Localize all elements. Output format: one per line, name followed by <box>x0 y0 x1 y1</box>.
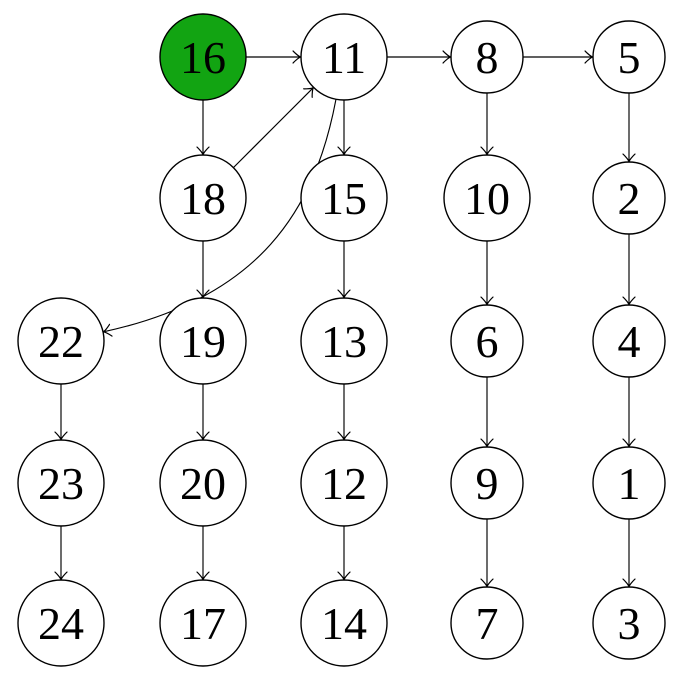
node-2-circle <box>592 161 666 235</box>
node-4-circle <box>592 304 666 378</box>
node-17-circle <box>159 579 247 667</box>
node-5: 5 <box>592 20 666 94</box>
node-14-label: 14 <box>321 598 367 649</box>
node-9: 9 <box>450 446 524 520</box>
node-24-label: 24 <box>38 598 84 649</box>
node-13-circle <box>300 297 388 385</box>
node-15: 15 <box>300 154 388 242</box>
node-5-circle <box>592 20 666 94</box>
node-13-label: 13 <box>321 316 367 367</box>
node-1: 1 <box>592 446 666 520</box>
edge-11-22 <box>104 99 337 332</box>
node-15-label: 15 <box>321 173 367 224</box>
node-11-label: 11 <box>322 32 366 83</box>
node-18-circle <box>159 154 247 242</box>
node-12-circle <box>300 439 388 527</box>
node-4-label: 4 <box>618 316 641 367</box>
node-14-circle <box>300 579 388 667</box>
node-10-circle <box>443 154 531 242</box>
node-17-label: 17 <box>180 598 226 649</box>
node-1-circle <box>592 446 666 520</box>
node-20-circle <box>159 439 247 527</box>
node-9-label: 9 <box>476 458 499 509</box>
node-8-label: 8 <box>476 32 499 83</box>
edge-18-11 <box>232 88 313 169</box>
node-17: 17 <box>159 579 247 667</box>
node-20: 20 <box>159 439 247 527</box>
node-24-circle <box>17 579 105 667</box>
node-23: 23 <box>17 439 105 527</box>
node-5-label: 5 <box>618 32 641 83</box>
node-20-label: 20 <box>180 458 226 509</box>
node-8: 8 <box>450 20 524 94</box>
node-2-label: 2 <box>618 173 641 224</box>
node-24: 24 <box>17 579 105 667</box>
node-22-label: 22 <box>38 316 84 367</box>
node-16-label: 16 <box>180 32 226 83</box>
node-7-circle <box>450 586 524 660</box>
node-11-circle <box>300 13 388 101</box>
node-16: 16 <box>159 13 247 101</box>
node-8-circle <box>450 20 524 94</box>
node-10: 10 <box>443 154 531 242</box>
node-13: 13 <box>300 297 388 385</box>
node-3-label: 3 <box>618 598 641 649</box>
node-22-circle <box>17 297 105 385</box>
node-11: 11 <box>300 13 388 101</box>
node-19: 19 <box>159 297 247 385</box>
node-2: 2 <box>592 161 666 235</box>
node-12: 12 <box>300 439 388 527</box>
node-6-circle <box>450 304 524 378</box>
node-18: 18 <box>159 154 247 242</box>
node-9-circle <box>450 446 524 520</box>
node-6-label: 6 <box>476 316 499 367</box>
node-10-label: 10 <box>464 173 510 224</box>
node-19-circle <box>159 297 247 385</box>
node-23-circle <box>17 439 105 527</box>
edges-layer <box>61 57 629 587</box>
node-22: 22 <box>17 297 105 385</box>
node-6: 6 <box>450 304 524 378</box>
node-14: 14 <box>300 579 388 667</box>
node-4: 4 <box>592 304 666 378</box>
node-12-label: 12 <box>321 458 367 509</box>
node-15-circle <box>300 154 388 242</box>
node-3-circle <box>592 586 666 660</box>
node-18-label: 18 <box>180 173 226 224</box>
node-7-label: 7 <box>476 598 499 649</box>
node-1-label: 1 <box>618 458 641 509</box>
node-16-circle <box>159 13 247 101</box>
node-7: 7 <box>450 586 524 660</box>
node-23-label: 23 <box>38 458 84 509</box>
node-19-label: 19 <box>180 316 226 367</box>
node-3: 3 <box>592 586 666 660</box>
